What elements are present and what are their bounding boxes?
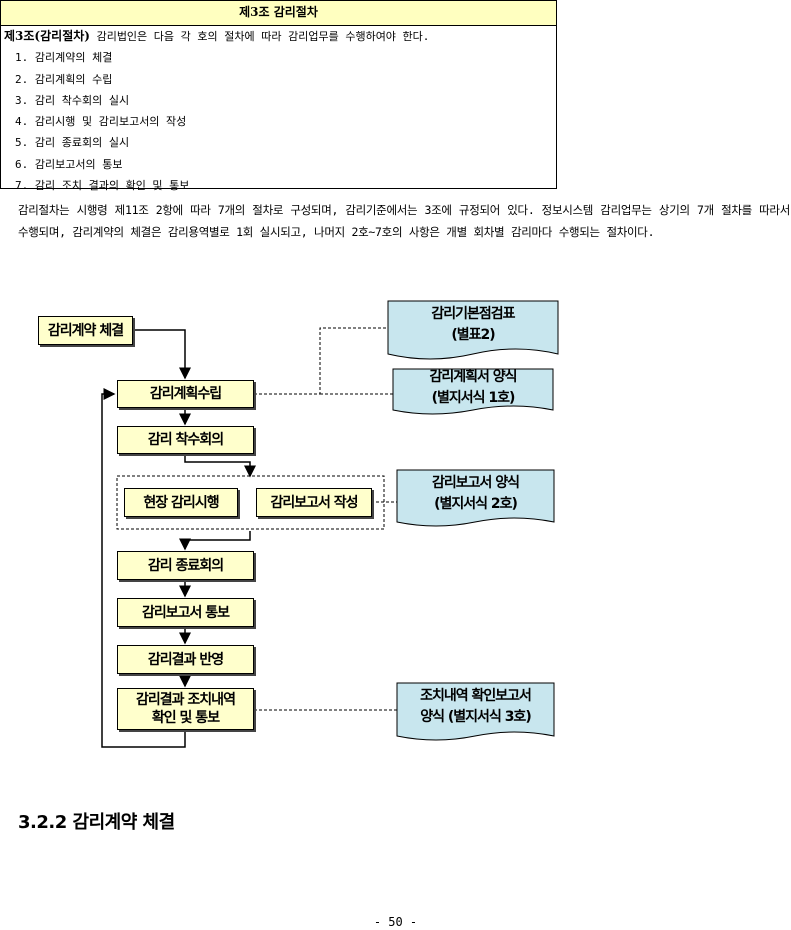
doc-action-line2: 양식 (별지서식 3호) [420,709,531,725]
article-item: 3. 감리 착수회의 실시 [15,93,130,107]
doc-report-form-label: 감리보고서 양식 (별지서식 2호) [397,473,554,515]
connector-loop-back [101,388,186,748]
article-body: 제3조(감리절차) 감리법인은 다음 각 호의 절차에 따라 감리업무를 수행하… [1,26,556,196]
step-report-write-label: 감리보고서 작성 [270,494,358,511]
article-item: 6. 감리보고서의 통보 [15,157,123,171]
doc-plan-line2: (별지서식 1호) [431,390,516,406]
step-onsite: 현장 감리시행 [124,488,238,517]
doc-shape-plan-form [392,368,554,415]
step-confirm-line1: 감리결과 조치내역 [136,692,236,708]
step-kickoff: 감리 착수회의 [117,426,254,454]
doc-checklist-line2: (별표2) [451,327,495,343]
step-confirm: 감리결과 조치내역 확인 및 통보 [117,688,254,730]
doc-shape-checklist [387,300,559,360]
page-number: - 50 - [373,915,418,929]
article-item: 7. 감리 조치 결과의 확인 및 통보 [15,179,190,193]
doc-checklist-label: 감리기본점검표 (별표2) [388,303,558,347]
dashed-link-checklist [254,327,388,395]
connector-group-to-closing [179,531,251,551]
step-contract-label: 감리계약 체결 [47,322,124,339]
step-closing: 감리 종료회의 [117,551,254,580]
doc-shape-action-form [396,682,555,741]
step-onsite-label: 현장 감리시행 [143,494,219,511]
article-item: 4. 감리시행 및 감리보고서의 작성 [15,115,187,129]
doc-report-line2: (별지서식 2호) [434,496,518,512]
article-item: 1. 감리계약의 체결 [15,51,113,65]
step-closing-label: 감리 종료회의 [147,557,224,574]
connector-kickoff-to-group [184,453,256,478]
article-item: 2. 감리계획의 수립 [15,72,113,86]
connector-contract-to-plan [132,329,191,380]
article-title: 제3조 감리절차 [1,1,556,26]
article-lead-bold: 제3조(감리절차) [4,29,90,43]
section-heading: 3.2.2 감리계약 체결 [18,812,175,833]
step-reflect-label: 감리결과 반영 [147,651,224,668]
article-lead: 제3조(감리절차) 감리법인은 다음 각 호의 절차에 따라 감리업무를 수행하… [4,26,556,47]
doc-shape-report-form [396,469,555,527]
body-paragraph: 감리절차는 시행령 제11조 2항에 따라 7개의 절차로 구성되며, 감리기준… [18,203,790,239]
step-confirm-line2: 확인 및 통보 [151,710,220,726]
audit-procedure-flowchart: 감리계약 체결 감리계획수립 감리 착수회의 현장 감리시행 감리보고서 작성 … [0,290,791,760]
step-plan-label: 감리계획수립 [149,386,222,402]
doc-action-form-label: 조치내역 확인보고서 양식 (별지서식 3호) [397,686,554,728]
doc-plan-line1: 감리계획서 양식 [429,369,517,385]
doc-report-line1: 감리보고서 양식 [431,475,520,491]
step-kickoff-label: 감리 착수회의 [147,432,224,448]
doc-plan-form-label: 감리계획서 양식 (별지서식 1호) [393,369,553,407]
step-contract: 감리계약 체결 [38,316,133,345]
step-report-write: 감리보고서 작성 [256,488,372,517]
step-report-notify-label: 감리보고서 통보 [141,604,230,621]
doc-checklist-line1: 감리기본점검표 [431,306,515,322]
article-lead-text: 감리법인은 다음 각 호의 절차에 따라 감리업무를 수행하여야 한다. [89,30,430,43]
step-reflect: 감리결과 반영 [117,645,254,674]
flowchart-connectors [101,300,559,748]
article-box: 제3조 감리절차 제3조(감리절차) 감리법인은 다음 각 호의 절차에 따라 … [0,0,557,192]
step-plan: 감리계획수립 [117,380,254,408]
doc-action-line1: 조치내역 확인보고서 [420,688,532,704]
article-item: 5. 감리 종료회의 실시 [15,136,130,150]
step-report-notify: 감리보고서 통보 [117,598,254,627]
